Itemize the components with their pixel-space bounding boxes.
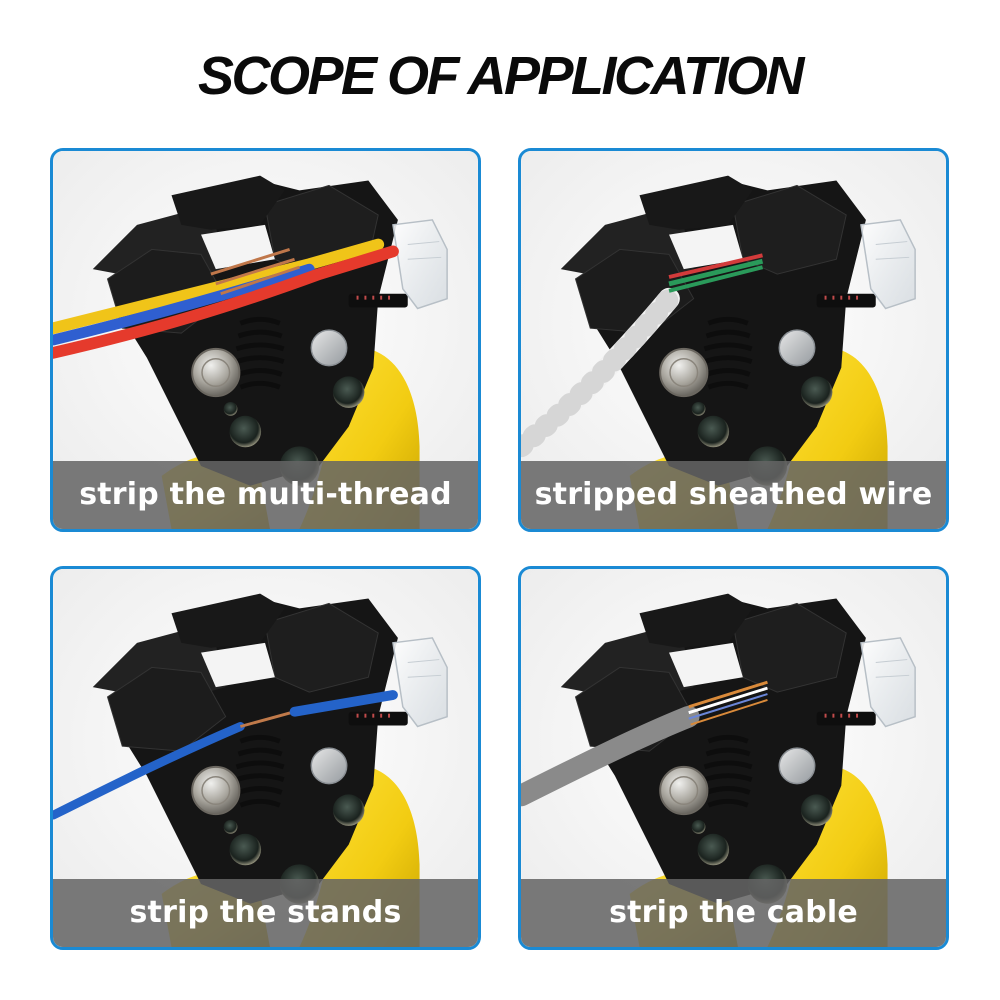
- card-stripped-sheathed-wire: stripped sheathed wire: [518, 148, 949, 532]
- card-strip-the-stands: strip the stands: [50, 566, 481, 950]
- wire-stripper-photo: [53, 569, 478, 947]
- caption-text: strip the multi-thread: [79, 476, 452, 512]
- caption-bar: stripped sheathed wire: [521, 461, 946, 529]
- wire-stripper-photo: [53, 151, 478, 529]
- wire-stripper-photo: [521, 151, 946, 529]
- wire-stripper-photo: [521, 569, 946, 947]
- card-strip-the-cable: strip the cable: [518, 566, 949, 950]
- caption-bar: strip the cable: [521, 879, 946, 947]
- caption-text: stripped sheathed wire: [534, 476, 933, 512]
- caption-text: strip the cable: [609, 894, 858, 930]
- caption-bar: strip the stands: [53, 879, 478, 947]
- caption-text: strip the stands: [129, 894, 402, 930]
- card-strip-multi-thread: strip the multi-thread: [50, 148, 481, 532]
- page-title: SCOPE OF APPLICATION: [197, 46, 805, 106]
- caption-bar: strip the multi-thread: [53, 461, 478, 529]
